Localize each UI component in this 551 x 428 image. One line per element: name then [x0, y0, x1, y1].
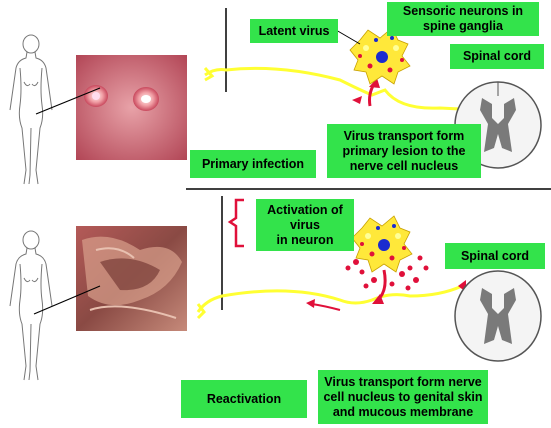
activation-label: Activation of virus in neuron — [256, 199, 354, 251]
pointer-line — [33, 285, 101, 315]
pointer-line — [35, 87, 101, 115]
transport-arrow — [306, 269, 466, 311]
spinal-cord-label-bottom: Spinal cord — [445, 243, 545, 269]
activation-bracket — [227, 198, 244, 248]
virus-particles — [345, 255, 429, 291]
female-figure-icon — [9, 230, 53, 381]
ulcer-lesion-photo — [76, 226, 187, 331]
spinal-cord-label-top: Spinal cord — [450, 44, 544, 69]
sensoric-neurons-label: Sensoric neurons in spine ganglia — [387, 2, 539, 36]
spinal-cord-cross-section-icon — [454, 270, 542, 362]
neuron-cluster-icon — [351, 215, 413, 273]
reactivation-label: Reactivation — [181, 380, 307, 418]
neuron-cluster-icon — [349, 27, 411, 85]
primary-infection-label: Primary infection — [190, 150, 316, 178]
nerve-fiber — [196, 284, 463, 313]
latent-virus-label: Latent virus — [250, 19, 338, 43]
transport-arrow — [352, 78, 380, 107]
female-figure-icon — [9, 34, 53, 185]
nerve-fiber — [204, 66, 501, 111]
reactivation-transport-label: Virus transport form nerve cell nucleus … — [318, 370, 488, 424]
primary-transport-label: Virus transport form primary lesion to t… — [327, 124, 481, 178]
herpes-vesicle-photo — [76, 55, 187, 160]
